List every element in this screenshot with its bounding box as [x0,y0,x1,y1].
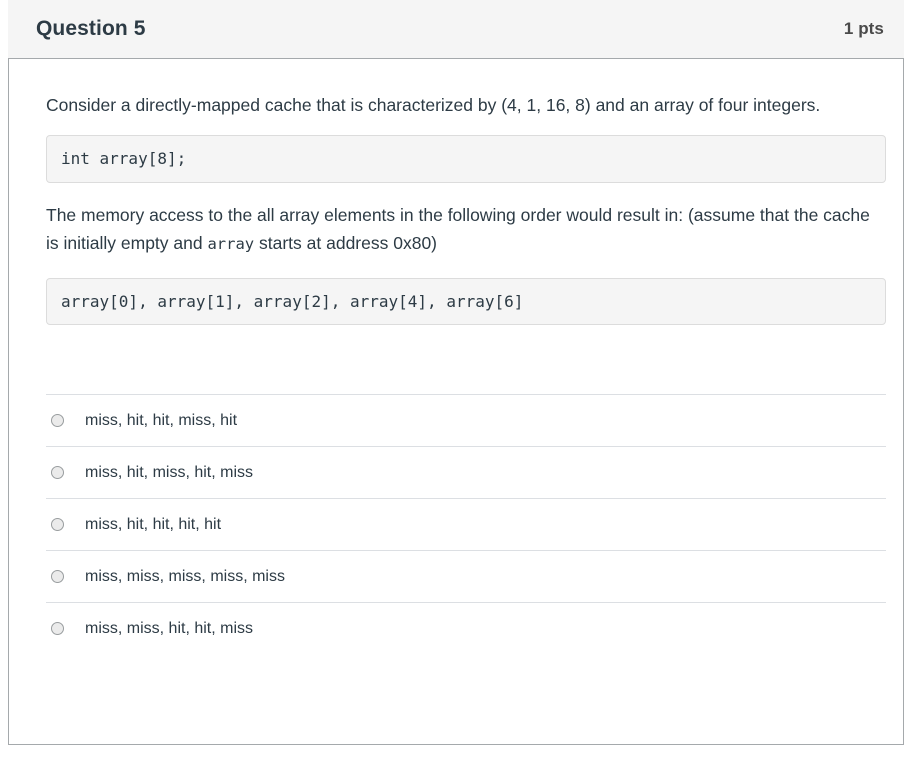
radio-button-icon[interactable] [51,414,64,428]
answer-option[interactable]: miss, hit, miss, hit, miss [46,446,886,498]
question-paragraph-2-text-end: starts at address 0x80) [254,232,438,253]
radio-button-icon[interactable] [51,466,64,480]
question-title: Question 5 [36,17,146,40]
question-paragraph-2: The memory access to the all array eleme… [46,201,878,258]
answer-option-label: miss, hit, miss, hit, miss [85,463,254,481]
radio-button-icon[interactable] [51,518,64,532]
answer-option[interactable]: miss, hit, hit, hit, hit [46,498,886,550]
answer-option-label: miss, hit, hit, miss, hit [85,411,238,429]
answer-option-label: miss, miss, miss, miss, miss [85,567,285,585]
answer-option[interactable]: miss, hit, hit, miss, hit [46,394,886,446]
radio-button-icon[interactable] [51,622,64,636]
answer-option[interactable]: miss, miss, miss, miss, miss [46,550,886,602]
code-block-access-order: array[0], array[1], array[2], array[4], … [46,278,886,326]
code-block-declaration: int array[8]; [46,135,886,183]
inline-code-array: array [207,234,255,253]
radio-button-icon[interactable] [51,570,64,584]
question-points: 1 pts [843,19,884,38]
question-paragraph-1: Consider a directly-mapped cache that is… [46,95,821,115]
answer-option-label: miss, miss, hit, hit, miss [85,619,254,637]
question-header: Question 5 1 pts [8,0,904,58]
question-body: Consider a directly-mapped cache that is… [8,58,904,745]
answer-option-label: miss, hit, hit, hit, hit [85,515,222,533]
answer-option[interactable]: miss, miss, hit, hit, miss [46,602,886,654]
question-card: Question 5 1 pts Consider a directly-map… [8,0,904,745]
answer-options-list: miss, hit, hit, miss, hit miss, hit, mis… [46,394,886,654]
question-paragraph-2-text-start: The memory access to the all array eleme… [46,204,870,253]
